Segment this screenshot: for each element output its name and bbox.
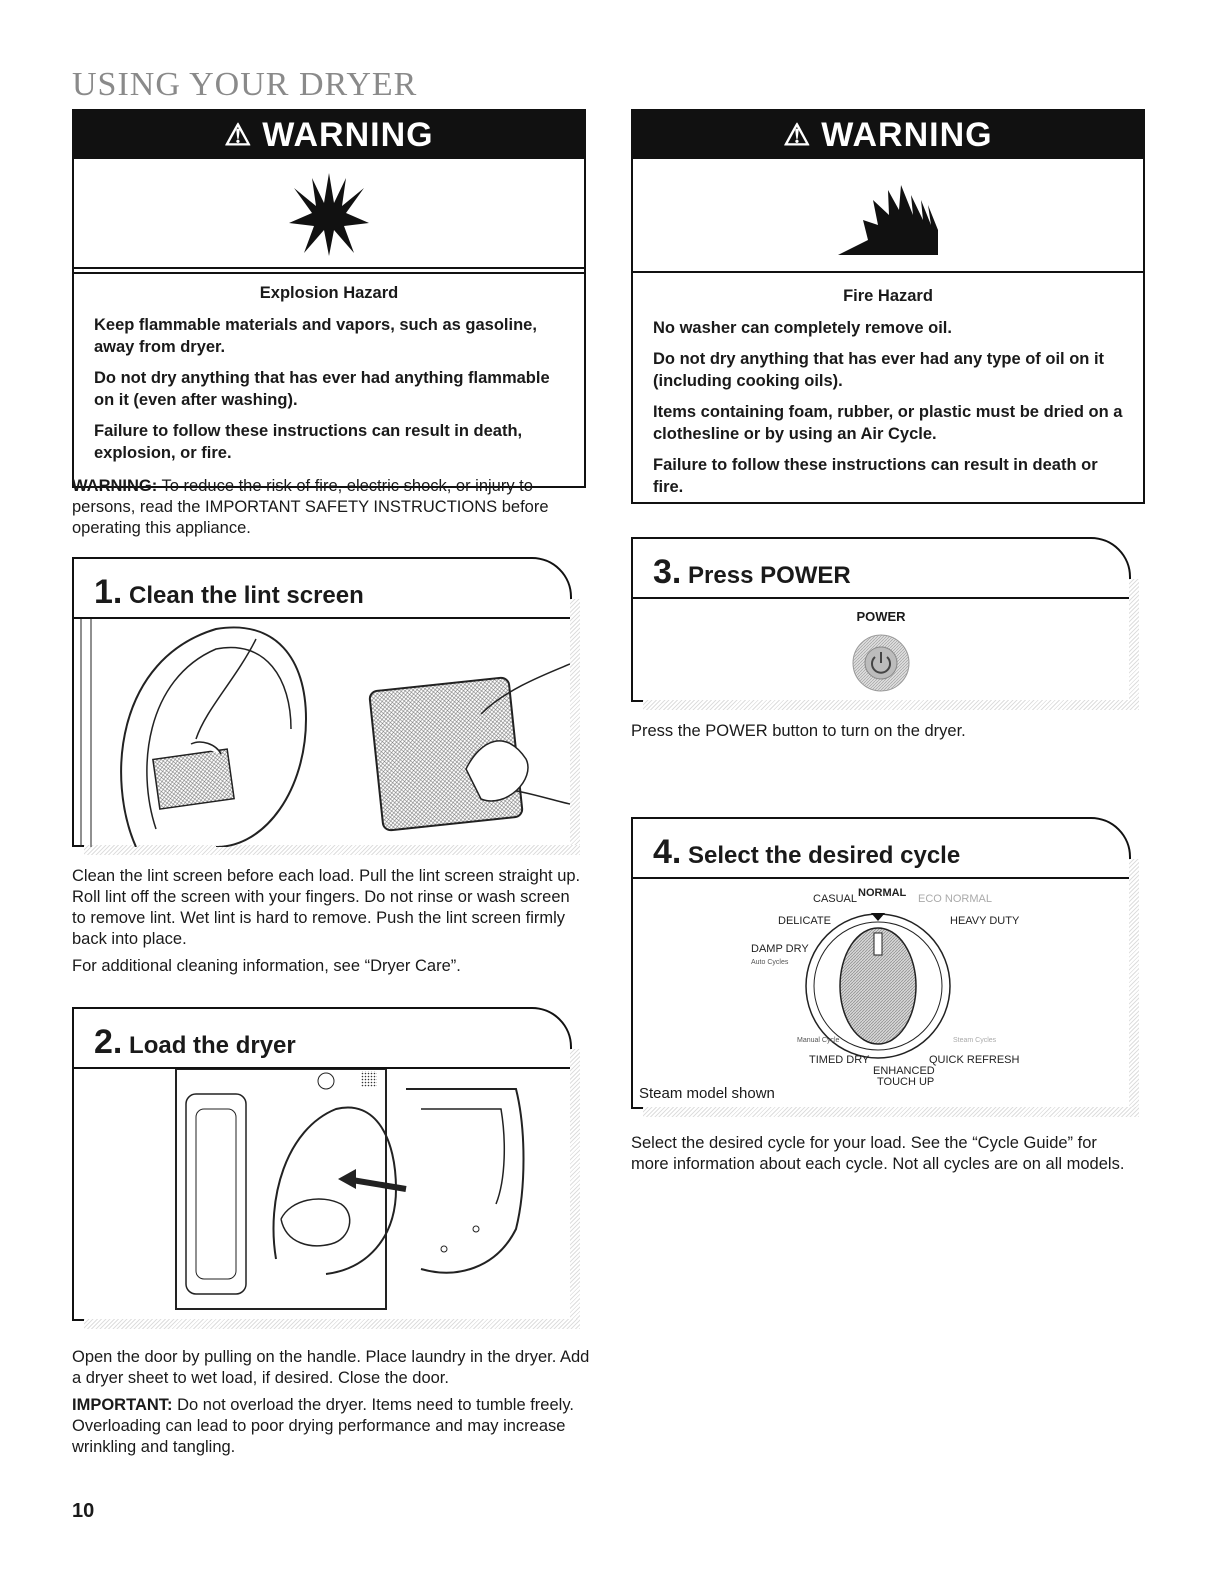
panel-shadow xyxy=(1129,859,1139,1115)
warning-header: ⚠ WARNING xyxy=(633,111,1143,159)
load-dryer-illustration xyxy=(175,1069,525,1310)
dial-delicate: DELICATE xyxy=(778,915,831,927)
page-number: 10 xyxy=(72,1500,95,1522)
panel-shadow xyxy=(570,1049,580,1327)
step-title-text: Press POWER xyxy=(688,562,851,589)
warning-triangle-icon: ⚠ xyxy=(224,118,253,152)
panel-shadow xyxy=(643,1107,1139,1117)
step-4-caption: Steam model shown xyxy=(639,1085,775,1102)
safety-note-label: WARNING: xyxy=(72,477,158,495)
warning-heading: WARNING xyxy=(821,115,993,154)
safety-note-text: To reduce the risk of fire, electric sho… xyxy=(72,477,549,537)
step-title: 1. Clean the lint screen xyxy=(94,573,364,612)
safety-note: WARNING: To reduce the risk of fire, ele… xyxy=(72,476,592,539)
dial-normal: NORMAL xyxy=(858,887,907,899)
explosion-warning-box: ⚠ WARNING xyxy=(72,109,586,274)
hazard-title: Explosion Hazard xyxy=(259,284,399,302)
step-1-panel: 1. Clean the lint screen xyxy=(72,557,580,855)
step-title: 3. Press POWER xyxy=(653,553,851,592)
important-note: IMPORTANT: Do not overload the dryer. It… xyxy=(72,1395,592,1458)
hazard-title: Fire Hazard xyxy=(843,287,933,305)
step-title-text: Select the desired cycle xyxy=(688,842,961,869)
dial-touch-up: TOUCH UP xyxy=(877,1076,935,1088)
step-text: Clean the lint screen before each load. … xyxy=(72,867,581,948)
explosion-warning-body: Explosion Hazard Keep flammable material… xyxy=(72,272,586,488)
step-title: 2. Load the dryer xyxy=(94,1023,296,1062)
step-number: 1. xyxy=(94,573,123,611)
warning-line: Items containing foam, rubber, or plasti… xyxy=(653,403,1123,443)
dial-damp-dry: DAMP DRY xyxy=(751,943,809,955)
step-title-text: Load the dryer xyxy=(129,1032,296,1059)
dial-timed-dry: TIMED DRY xyxy=(809,1054,870,1066)
dial-auto-cycles: Auto Cycles xyxy=(751,959,789,966)
step-2-panel: 2. Load the dryer xyxy=(72,1007,580,1329)
step-number: 4. xyxy=(653,833,682,871)
panel-shadow xyxy=(643,700,1139,710)
panel-shadow xyxy=(84,1319,580,1329)
warning-header: ⚠ WARNING xyxy=(74,111,584,159)
step-1-description: Clean the lint screen before each load. … xyxy=(72,866,587,983)
panel-shadow xyxy=(570,599,580,853)
panel-shadow xyxy=(1129,579,1139,708)
warning-line: Failure to follow these instructions can… xyxy=(94,422,523,462)
lint-screen-illustration xyxy=(80,619,570,847)
important-label: IMPORTANT: xyxy=(72,1396,173,1414)
dial-casual: CASUAL xyxy=(813,893,858,905)
important-text: Do not overload the dryer. Items need to… xyxy=(72,1396,574,1456)
warning-line: Failure to follow these instructions can… xyxy=(653,456,1098,496)
dial-eco-normal: ECO NORMAL xyxy=(918,893,992,905)
step-number: 3. xyxy=(653,553,682,591)
dial-steam-cycles: Steam Cycles xyxy=(953,1037,997,1044)
cycle-dial[interactable] xyxy=(793,901,963,1071)
panel-shadow xyxy=(84,845,580,855)
fire-pictogram-area xyxy=(633,159,1143,273)
warning-heading: WARNING xyxy=(262,115,434,154)
fire-warning-box: ⚠ WARNING Fire Hazard No washer can comp… xyxy=(631,109,1145,504)
warning-line: No washer can completely remove oil. xyxy=(653,319,952,337)
step-title-text: Clean the lint screen xyxy=(129,582,364,609)
step-header: 1. Clean the lint screen xyxy=(74,559,570,619)
explosion-pictogram-area xyxy=(74,159,584,269)
warning-line: Do not dry anything that has ever had an… xyxy=(653,350,1105,390)
step-header: 4. Select the desired cycle xyxy=(633,819,1129,879)
dial-quick-refresh: QUICK REFRESH xyxy=(929,1054,1020,1066)
dial-manual-cycle: Manual Cycle xyxy=(797,1037,840,1044)
power-button-label: POWER xyxy=(856,609,906,624)
dial-enhanced: ENHANCED xyxy=(873,1065,935,1077)
warning-line: Keep flammable materials and vapors, suc… xyxy=(94,316,537,356)
step-text: Open the door by pulling on the handle. … xyxy=(72,1348,590,1387)
explosion-icon xyxy=(289,173,369,256)
step-header: 3. Press POWER xyxy=(633,539,1129,599)
page-title: USING YOUR DRYER xyxy=(72,66,418,103)
step-4-panel: 4. Select the desired cycle NORMAL CASUA… xyxy=(631,817,1139,1117)
dial-heavy-duty: HEAVY DUTY xyxy=(950,915,1020,927)
step-3-description: Press the POWER button to turn on the dr… xyxy=(631,722,966,740)
step-number: 2. xyxy=(94,1023,123,1061)
step-title: 4. Select the desired cycle xyxy=(653,833,960,872)
step-text: For additional cleaning information, see… xyxy=(72,957,461,975)
step-3-panel: 3. Press POWER POWER xyxy=(631,537,1139,710)
warning-line: Do not dry anything that has ever had an… xyxy=(94,369,550,409)
warning-triangle-icon: ⚠ xyxy=(783,118,812,152)
fire-icon xyxy=(838,185,938,255)
step-4-description: Select the desired cycle for your load. … xyxy=(631,1134,1125,1173)
power-button-icon[interactable] xyxy=(851,633,911,693)
step-2-description: Open the door by pulling on the handle. … xyxy=(72,1347,592,1464)
step-header: 2. Load the dryer xyxy=(74,1009,570,1069)
